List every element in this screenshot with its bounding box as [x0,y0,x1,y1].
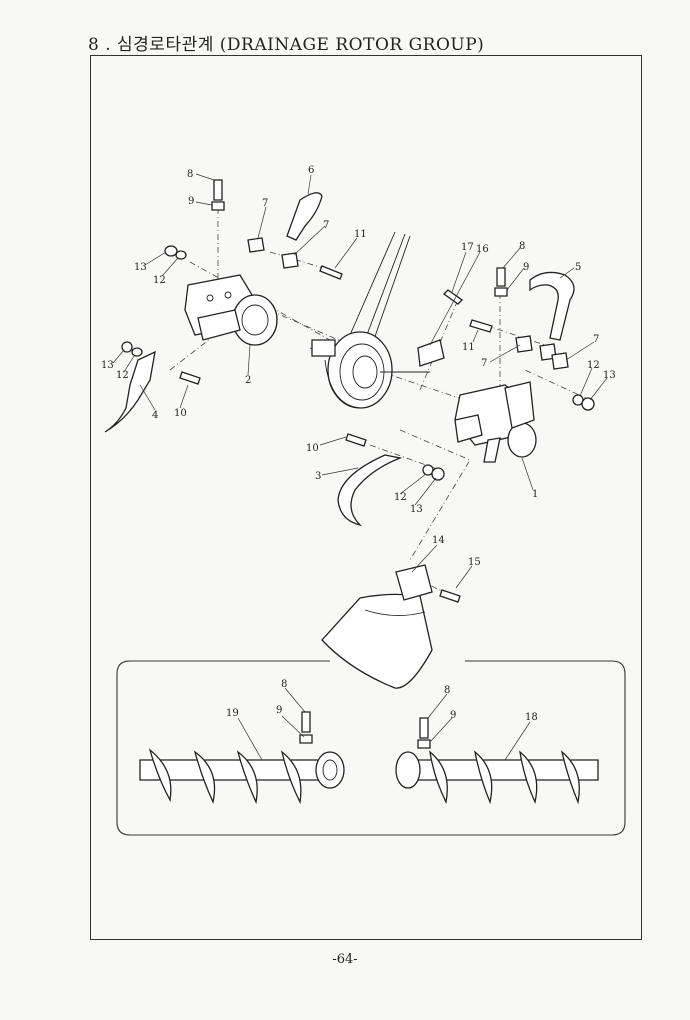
page-number: -64- [332,952,358,967]
callout-9-a: 9 [188,196,194,207]
washer-part12-upper-left [175,250,187,260]
nut-part13-lower-left [121,341,133,353]
callout-8-d: 8 [444,685,450,696]
bolt-part8-auger-left [301,711,311,733]
callout-13-a: 13 [134,262,147,273]
plate-part16 [417,339,445,367]
callout-6: 6 [308,165,314,176]
callout-11-a: 11 [354,229,367,240]
knife-part3 [337,454,403,527]
callout-12-b: 12 [116,370,129,381]
knife-part5 [529,271,575,341]
callout-10-a: 10 [174,408,187,419]
callout-13-c: 13 [603,370,616,381]
callout-9-d: 9 [450,710,456,721]
callout-9-b: 9 [523,262,529,273]
callout-9-c: 9 [276,705,282,716]
nut-part9-left [211,201,225,211]
callout-14: 14 [432,535,445,546]
bolt-part8-right [496,267,506,287]
washer-part12-lower-left [131,347,143,357]
callout-8-b: 8 [519,241,525,252]
auger-inset-panel [116,660,626,836]
callout-8-c: 8 [281,679,287,690]
nut-part9-right [494,287,508,297]
nut-part13-center [431,467,445,481]
page-title: 8 . 심경로타관계 (DRAINAGE ROTOR GROUP) [88,35,485,55]
auger-part18 [395,750,599,805]
nut-part9-auger-left [299,734,313,744]
callout-19: 19 [226,708,239,719]
callout-7-c: 7 [593,334,599,345]
knife-part6 [247,192,323,269]
callout-10-b: 10 [306,443,319,454]
bolt-part15 [439,589,461,603]
pin-part17 [442,289,464,305]
bolt-part11-right [469,319,493,333]
nut-part13-right [581,397,595,411]
callout-15: 15 [468,557,481,568]
callout-7-b: 7 [323,220,329,231]
callout-16: 16 [476,244,489,255]
callout-5: 5 [575,262,581,273]
leader-lines [112,173,608,761]
callout-13-b: 13 [101,360,114,371]
callout-17: 17 [461,242,474,253]
callout-12-c: 12 [587,360,600,371]
rotor-housing-part2 [184,274,278,346]
callout-12-d: 12 [394,492,407,503]
plate-part7-right-c [551,352,569,370]
bolt-part10-left [179,371,201,385]
bolt-part11-left [319,265,343,280]
callout-13-d: 13 [410,504,423,515]
bolt-part8-auger-right [419,717,429,739]
callout-11-b: 11 [462,342,475,353]
callout-7-d: 7 [481,358,487,369]
callout-8-a: 8 [187,169,193,180]
bolt-part10-center [345,433,367,447]
knife-part4 [104,350,156,433]
callout-1: 1 [532,489,538,500]
bolt-part8-left [213,179,223,201]
shovel-part14 [321,564,433,689]
plate-part7-right-a [515,335,533,353]
diagram-frame [90,55,642,940]
belt-pulley [311,231,430,409]
callout-2: 2 [245,375,251,386]
auger-part19 [139,748,345,805]
nut-part9-auger-right [417,739,431,749]
callout-12-a: 12 [153,275,166,286]
callout-18: 18 [525,712,538,723]
callout-7-a: 7 [262,198,268,209]
nut-part13-upper-left [164,245,178,257]
callout-3: 3 [315,471,321,482]
callout-4: 4 [152,410,158,421]
main-housing-part1 [454,381,537,463]
